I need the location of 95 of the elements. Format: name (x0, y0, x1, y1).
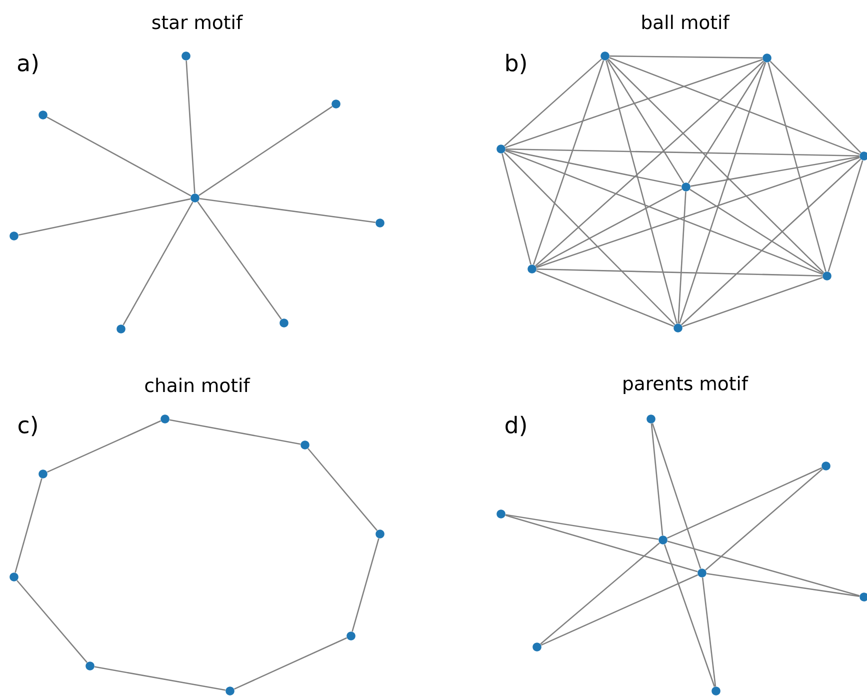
edge-line (505, 58, 763, 148)
graph-node (10, 232, 18, 240)
edge-line (664, 544, 716, 687)
edge-line (536, 156, 860, 268)
graph-node (300, 440, 310, 450)
edge-line (505, 514, 659, 540)
edge-line (609, 57, 860, 155)
edge-line (169, 419, 301, 445)
graph-node (682, 182, 690, 192)
graph-node (182, 52, 190, 60)
panel-title: chain motif (145, 378, 250, 392)
graph-node (226, 686, 234, 696)
edge-line (505, 514, 698, 572)
graph-node (860, 152, 867, 160)
edge-line (18, 198, 191, 236)
edge-line (536, 268, 822, 277)
panel-letter: a) (18, 54, 38, 74)
panel-title: parents motif (624, 376, 748, 394)
edge-line (16, 580, 88, 663)
edge-line (535, 60, 764, 266)
edge-line (652, 423, 702, 569)
edge-line (200, 198, 376, 223)
edge-line (352, 538, 380, 632)
graph-node (646, 414, 656, 424)
graph-node (496, 510, 506, 518)
panel-title: ball motif (642, 14, 730, 30)
graph-node (280, 318, 288, 328)
panel-letter: b) (506, 54, 526, 74)
graph-node (762, 54, 772, 62)
edge-line (828, 160, 864, 272)
edge-line (46, 420, 162, 473)
panel-letter: c) (18, 416, 37, 436)
edge-line (650, 424, 664, 536)
edge-line (122, 202, 194, 326)
graph-node (496, 144, 506, 154)
edge-line (688, 62, 766, 184)
edge-line (532, 60, 604, 265)
edge-line (46, 116, 192, 196)
edge-line (540, 574, 698, 646)
edge-line (666, 467, 822, 539)
graph-node (860, 592, 867, 602)
edge-line (502, 153, 532, 265)
edge-line (610, 55, 762, 59)
edge-line (768, 62, 826, 272)
edge-line (234, 637, 348, 690)
edge-line (506, 148, 860, 157)
edge-line (536, 270, 674, 327)
edge-line (667, 540, 860, 596)
edge-line (198, 106, 333, 196)
graph-node (38, 470, 48, 478)
edge-line (606, 60, 684, 184)
edge-line (606, 60, 678, 324)
edge-line (770, 60, 862, 154)
graph-node (532, 642, 542, 652)
graph-node (600, 52, 610, 60)
edge-line (505, 150, 823, 275)
edge-line (690, 188, 824, 274)
edge-line (197, 201, 282, 320)
edge-line (14, 478, 42, 573)
edge-line (678, 192, 686, 324)
graph-node (698, 568, 706, 578)
graph-node (160, 414, 170, 424)
edge-line (680, 158, 862, 326)
graph-node (332, 100, 340, 108)
graph-node (822, 462, 830, 470)
graph-node (674, 324, 682, 332)
panel-title: star motif (152, 14, 243, 30)
edge-line (682, 276, 823, 328)
edge-line (504, 58, 602, 146)
edge-line (308, 448, 378, 531)
graph-node (822, 272, 832, 280)
edge-line (94, 666, 226, 691)
graph-node (86, 662, 94, 670)
graph-node (528, 264, 536, 274)
graph-node (38, 110, 48, 120)
edge-line (706, 573, 860, 597)
panel-letter: d) (506, 416, 526, 436)
graph-node (190, 194, 200, 202)
edge-line (608, 58, 824, 274)
edge-line (536, 188, 682, 268)
graph-node (116, 324, 126, 334)
graph-node (346, 632, 356, 640)
edge-line (505, 149, 682, 187)
edge-line (540, 542, 660, 644)
graph-node (658, 536, 668, 544)
edge-line (705, 468, 823, 570)
graph-node (376, 218, 384, 228)
edge-line (702, 578, 716, 686)
edge-line (690, 156, 860, 187)
edge-line (504, 152, 676, 326)
graph-node (376, 530, 384, 538)
graph-node (712, 686, 720, 696)
graph-node (10, 572, 18, 582)
edge-line (186, 60, 196, 194)
edge-line (678, 62, 766, 324)
